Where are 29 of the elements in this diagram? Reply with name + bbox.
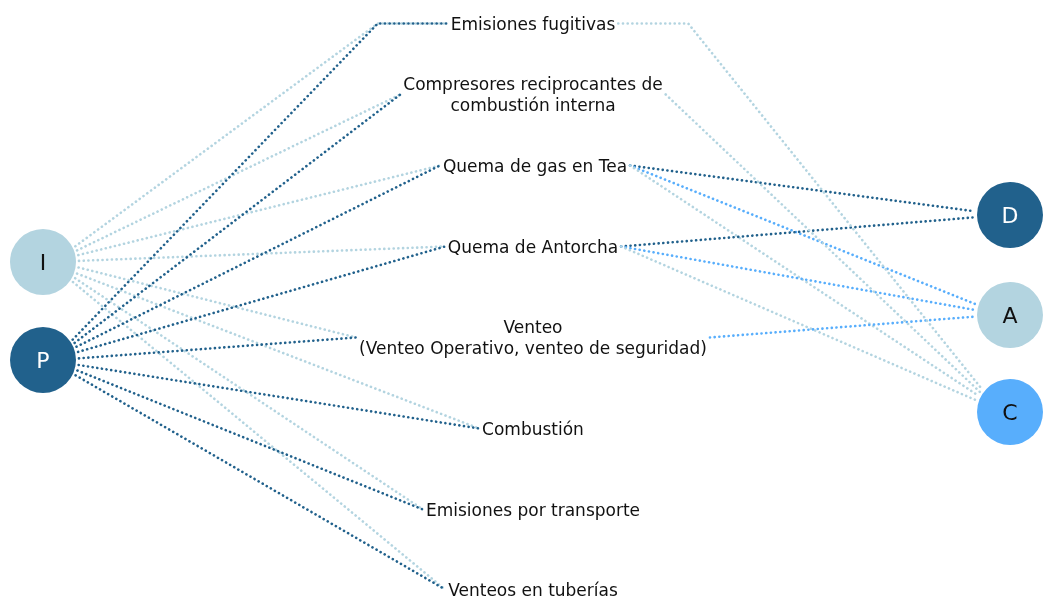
node-label: Quema de Antorcha	[447, 236, 619, 257]
dotted-connector	[708, 315, 976, 339]
dotted-connector	[628, 164, 980, 397]
node-label: Emisiones por transporte	[425, 499, 641, 520]
node-label: Compresores reciprocantes de combustión interna	[403, 74, 663, 115]
dotted-connector	[71, 22, 450, 341]
dotted-connector	[77, 336, 358, 360]
dotted-connector	[619, 245, 978, 402]
dotted-connector	[664, 93, 982, 394]
node-label: Combustión	[482, 418, 584, 439]
node-label: Emisiones fugitivas	[450, 13, 616, 34]
dotted-connector	[616, 22, 984, 391]
circle-node: D	[977, 182, 1043, 248]
dotted-connector	[77, 363, 481, 430]
dotted-connector	[73, 93, 402, 345]
circle-node: I	[10, 229, 76, 295]
dotted-connector	[77, 164, 442, 257]
node-label: (Venteo Operativo, venteo de seguridad)	[359, 338, 707, 358]
circle-node: C	[977, 379, 1043, 445]
circle-node: A	[977, 282, 1043, 348]
node-label: Venteo	[503, 317, 563, 337]
dotted-connector	[76, 369, 425, 511]
dotted-connector	[75, 164, 442, 349]
node-label: Quema de gas en Tea	[442, 155, 628, 176]
dotted-connector	[71, 280, 447, 591]
circle-node: P	[10, 327, 76, 393]
dotted-connector	[76, 245, 447, 354]
node-label: Venteos en tuberías	[448, 579, 618, 600]
dotted-connector	[75, 93, 402, 252]
